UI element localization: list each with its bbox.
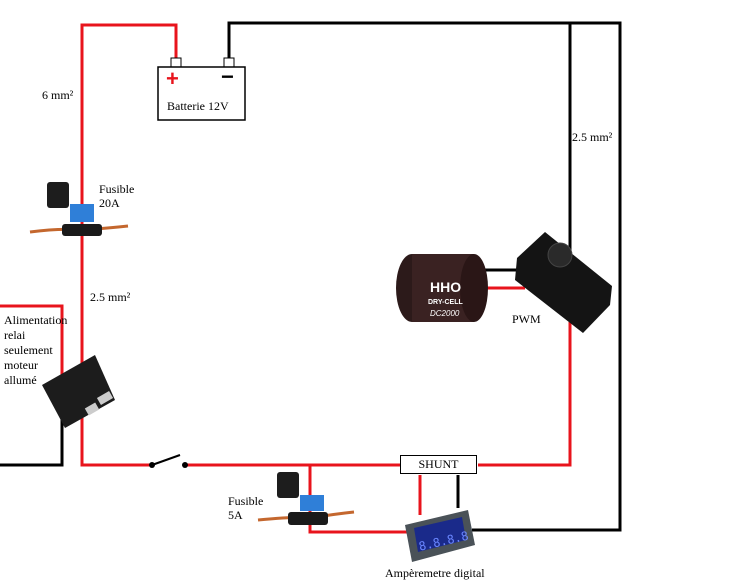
svg-text:DC2000: DC2000 [430,309,460,318]
wire-fuse5a-branch [308,465,408,534]
hho-dry-cell-image: HHO DRY-CELL DC2000 [396,254,488,322]
svg-text:HHO: HHO [430,279,461,295]
digital-ammeter-image: 8.8.8.8 [405,510,475,562]
svg-text:DRY-CELL: DRY-CELL [428,299,463,306]
wire-shunt-to-pwm [478,322,572,467]
battery-minus-symbol: − [221,64,234,89]
wire-gauge-2-5mm-right: 2.5 mm² [572,130,613,144]
fuse-20a-image [29,182,129,236]
fuse-5a-label: Fusible 5A [228,494,264,522]
switch [149,454,188,468]
wire-gauge-2-5mm-left: 2.5 mm² [90,290,131,304]
relay-note: Alimentation relai seulement moteur allu… [4,313,68,387]
relay-image [42,355,115,428]
wire-battery-negative [227,21,622,532]
pwm-controller-image [515,232,612,333]
wire-relay-coil-positive [0,304,64,380]
wire-relay-ground [0,405,64,467]
wire-battery-positive [80,23,178,467]
fuse-20a-label: Fusible 20A [99,182,135,210]
ammeter-label: Ampèremetre digital [385,566,485,580]
shunt-box: SHUNT [400,455,477,474]
battery-label: Batterie 12V [167,99,229,113]
battery-box [157,66,246,121]
pwm-label: PWM [512,312,541,326]
fuse-5a-image [257,472,355,525]
battery-plus-symbol: + [166,66,179,91]
wire-gauge-6mm: 6 mm² [42,88,74,102]
